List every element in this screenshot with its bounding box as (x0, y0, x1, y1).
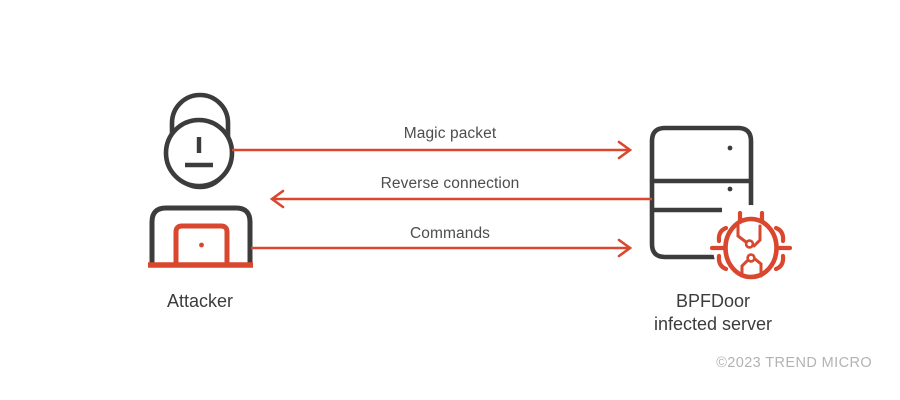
reverse-connection-arrowhead (269, 189, 285, 209)
flow-arrow-reverse-connection (269, 189, 652, 209)
flow-arrow-commands (251, 238, 633, 258)
flow-label-reverse-connection: Reverse connection (380, 175, 520, 192)
copyright-notice: ©2023 TREND MICRO (716, 355, 872, 371)
bug-circuit-trace-lower-left (740, 258, 750, 276)
flow-label-commands: Commands (409, 225, 491, 242)
commands-arrowhead (617, 238, 633, 258)
bug-circuit-trace-lower-right (753, 257, 763, 278)
server-unit-bottom (649, 178, 725, 260)
laptop-screen-outline (173, 223, 230, 265)
hooded-person-icon (163, 92, 235, 190)
node-label-bpfdoor-line1: BPFDoor (675, 291, 751, 311)
bug-circuit-trace-upper-right (752, 224, 762, 248)
bug-leg-left-top (716, 225, 729, 244)
laptop-screen-dot (199, 242, 204, 248)
server-unit-top (649, 125, 754, 183)
node-label-bpfdoor-line2: infected server (653, 314, 773, 334)
laptop-icon (148, 205, 253, 268)
laptop-lid-outline (149, 205, 253, 265)
bug-circuit-node-upper (744, 239, 755, 249)
bug-leg-right-bottom (773, 253, 786, 272)
bug-icon (709, 205, 793, 289)
server-led-bottom (727, 186, 733, 192)
node-label-bpfdoor-server: BPFDoor infected server (654, 290, 772, 336)
node-label-attacker: Attacker (166, 291, 234, 311)
flow-label-magic-packet: Magic packet (403, 125, 497, 142)
bug-circuit-trace-upper (736, 222, 748, 244)
server-led-top (727, 145, 733, 151)
flow-arrow-magic-packet (232, 140, 633, 160)
bug-leg-left-bottom (716, 253, 729, 272)
magic-packet-arrowhead (617, 140, 633, 160)
bug-leg-right-top (773, 225, 786, 244)
